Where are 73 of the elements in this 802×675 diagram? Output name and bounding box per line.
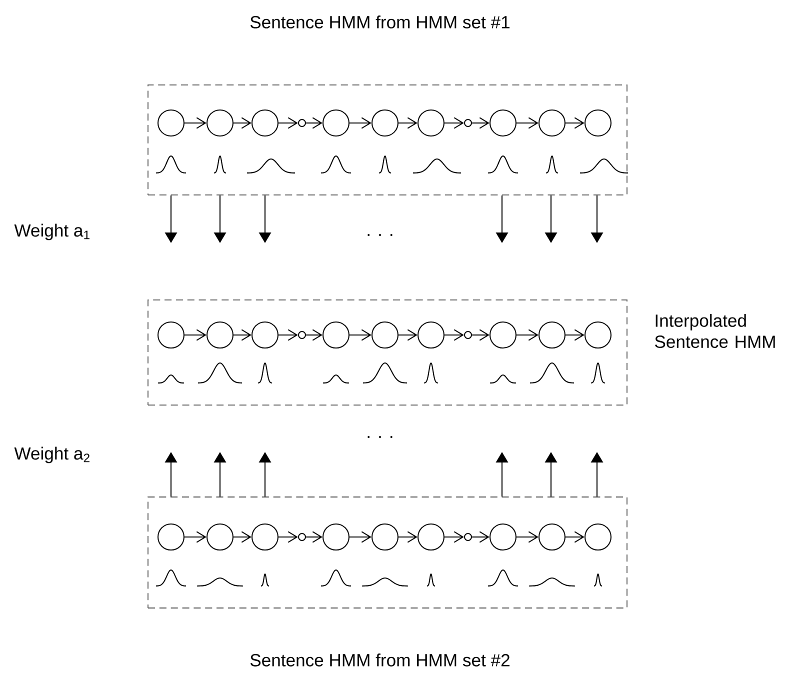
state-circle — [371, 109, 399, 137]
state-circle — [371, 523, 399, 551]
arrow — [234, 531, 252, 543]
small-circle — [298, 532, 306, 542]
arrow — [350, 329, 372, 341]
arrow — [444, 531, 464, 543]
state-circle — [584, 109, 612, 137]
arrow — [184, 531, 206, 543]
state-circle — [322, 109, 350, 137]
dashed-box — [148, 300, 628, 406]
state-circle — [584, 321, 612, 349]
arrow — [444, 329, 464, 341]
arrow — [566, 117, 584, 129]
small-circle — [464, 532, 472, 542]
small-circle — [464, 118, 472, 128]
state-circle — [538, 109, 566, 137]
box-caption: Sentence HMM from HMM set #1 — [250, 16, 510, 28]
state-circle — [489, 321, 517, 349]
arrow — [516, 117, 538, 129]
arrow — [398, 531, 418, 543]
state-circle — [371, 321, 399, 349]
arrow — [566, 329, 584, 341]
state-circle — [417, 109, 445, 137]
state-circle — [157, 321, 185, 349]
state-circle — [157, 109, 185, 137]
arrow — [398, 329, 418, 341]
dashed-box — [148, 84, 628, 196]
small-circle — [298, 118, 306, 128]
dashed-box — [148, 496, 628, 608]
arrow — [278, 531, 298, 543]
arrow — [234, 117, 252, 129]
arrow — [566, 531, 584, 543]
arrow — [444, 117, 464, 129]
arrow — [516, 531, 538, 543]
small-circle — [464, 330, 472, 340]
state-circle — [206, 109, 234, 137]
arrow — [472, 117, 490, 129]
state-circle — [157, 523, 185, 551]
state-circle — [322, 321, 350, 349]
box-caption: Sentence HMM from HMM set #2 — [250, 654, 510, 666]
state-circle — [322, 523, 350, 551]
arrow — [184, 329, 206, 341]
arrow — [516, 329, 538, 341]
weight-label: Weight a$_{2}$ — [14, 446, 90, 464]
arrow — [306, 329, 322, 341]
ellipsis: . . . — [368, 436, 392, 438]
state-circle — [489, 523, 517, 551]
box-caption: Interpolated Sentence HMM — [655, 314, 775, 348]
state-circle — [251, 109, 279, 137]
state-circle — [251, 523, 279, 551]
state-circle — [584, 523, 612, 551]
state-circle — [489, 109, 517, 137]
arrow — [398, 117, 418, 129]
weight-label: Weight a$_{1}$ — [14, 224, 90, 240]
state-circle — [206, 523, 234, 551]
arrow — [472, 531, 490, 543]
arrow — [278, 329, 298, 341]
state-circle — [206, 321, 234, 349]
arrow — [306, 117, 322, 129]
arrow — [234, 329, 252, 341]
small-circle — [298, 330, 306, 340]
state-circle — [417, 321, 445, 349]
state-circle — [417, 523, 445, 551]
state-circle — [538, 523, 566, 551]
arrow — [278, 117, 298, 129]
state-circle — [251, 321, 279, 349]
ellipsis: . . . — [368, 234, 392, 236]
arrow — [350, 117, 372, 129]
state-circle — [538, 321, 566, 349]
arrow — [472, 329, 490, 341]
arrow — [350, 531, 372, 543]
arrow — [184, 117, 206, 129]
arrow — [306, 531, 322, 543]
